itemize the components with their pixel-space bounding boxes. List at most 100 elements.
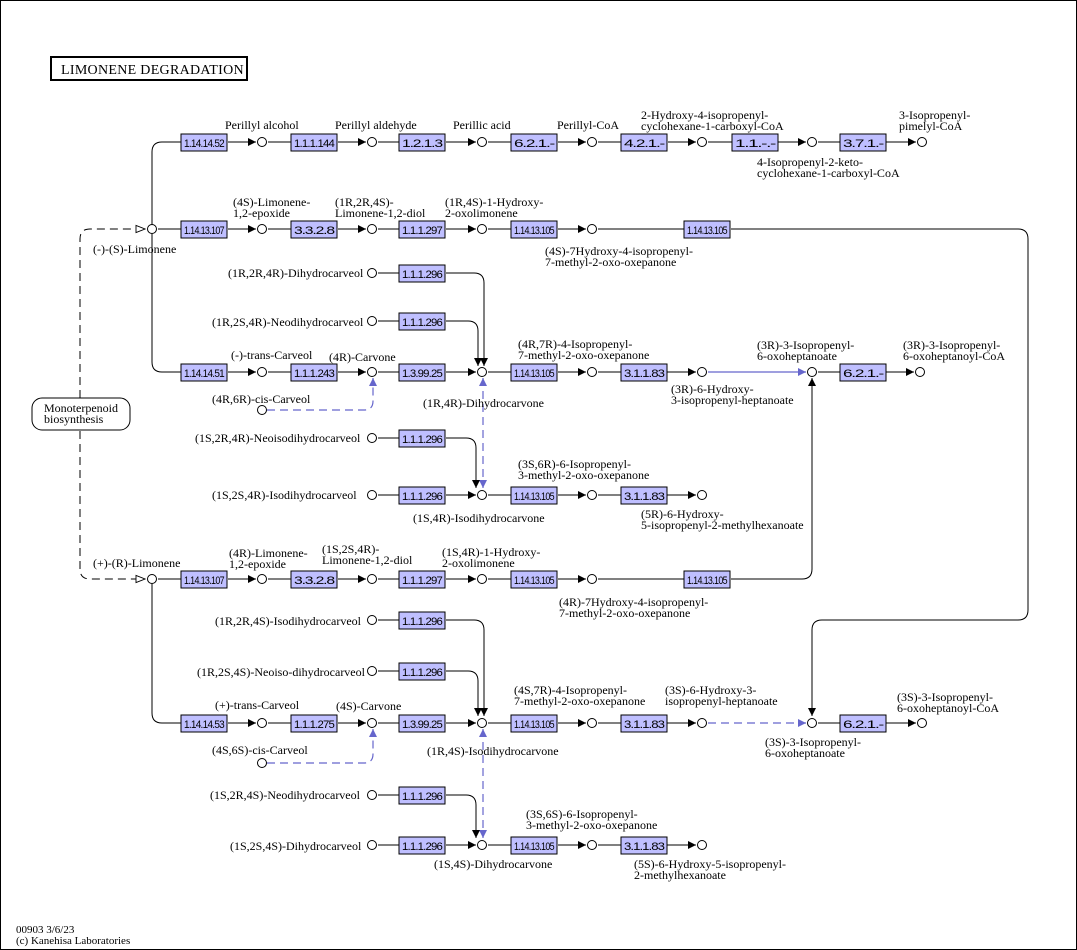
enzyme-box[interactable]: 1.14.13.107 — [180, 220, 228, 239]
enzyme-box[interactable]: 1.1.1.296 — [398, 486, 446, 505]
enzyme-box[interactable]: 1.2.1.3 — [398, 133, 446, 152]
linked-map-monoterpenoid-biosynthesis[interactable]: Monoterpenoid biosynthesis — [31, 397, 131, 431]
compound-node[interactable] — [257, 367, 267, 377]
enzyme-box-rect[interactable] — [731, 133, 779, 152]
enzyme-box[interactable]: 1.14.13.105 — [510, 714, 558, 733]
enzyme-box[interactable]: 1.3.99.25 — [398, 714, 446, 733]
enzyme-box[interactable]: 1.14.14.52 — [180, 133, 228, 152]
enzyme-box[interactable]: 1.1.1.296 — [398, 786, 446, 805]
compound-node[interactable] — [477, 574, 487, 584]
compound-node[interactable] — [587, 490, 597, 500]
enzyme-box-rect[interactable] — [398, 220, 446, 239]
compound-node[interactable] — [367, 316, 377, 326]
compound-node[interactable] — [915, 367, 925, 377]
enzyme-box[interactable]: 1.14.13.107 — [180, 570, 228, 589]
enzyme-box-rect[interactable] — [398, 662, 446, 681]
compound-node[interactable] — [477, 367, 487, 377]
enzyme-box[interactable]: 6.2.1.- — [839, 714, 887, 733]
enzyme-box[interactable]: 3.7.1.- — [839, 133, 887, 152]
enzyme-box-rect[interactable] — [620, 836, 668, 855]
compound-node[interactable] — [587, 224, 597, 234]
enzyme-box[interactable]: 3.1.1.83 — [620, 363, 668, 382]
map-link-box[interactable] — [31, 397, 131, 431]
enzyme-box-rect[interactable] — [290, 220, 338, 239]
enzyme-box-rect[interactable] — [398, 486, 446, 505]
compound-node[interactable] — [697, 137, 707, 147]
enzyme-box[interactable]: 3.1.1.83 — [620, 486, 668, 505]
enzyme-box-rect[interactable] — [180, 363, 228, 382]
enzyme-box-rect[interactable] — [398, 836, 446, 855]
compound-node[interactable] — [587, 840, 597, 850]
compound-node[interactable] — [477, 490, 487, 500]
enzyme-box[interactable]: 3.1.1.83 — [620, 836, 668, 855]
compound-node[interactable] — [477, 137, 487, 147]
enzyme-box[interactable]: 6.2.1.- — [839, 363, 887, 382]
compound-node[interactable] — [587, 367, 597, 377]
enzyme-box-rect[interactable] — [180, 570, 228, 589]
enzyme-box[interactable]: 1.14.13.105 — [510, 363, 558, 382]
enzyme-box-rect[interactable] — [180, 714, 228, 733]
compound-node[interactable] — [697, 840, 707, 850]
compound-node[interactable] — [477, 718, 487, 728]
compound-node[interactable] — [587, 137, 597, 147]
compound-node[interactable] — [697, 367, 707, 377]
compound-node[interactable] — [367, 224, 377, 234]
enzyme-box-rect[interactable] — [290, 570, 338, 589]
enzyme-box[interactable]: 1.14.13.105 — [683, 570, 731, 589]
compound-node[interactable] — [367, 490, 377, 500]
compound-node[interactable] — [257, 224, 267, 234]
enzyme-box-rect[interactable] — [620, 363, 668, 382]
enzyme-box-rect[interactable] — [510, 220, 558, 239]
enzyme-box-rect[interactable] — [398, 264, 446, 283]
enzyme-box[interactable]: 1.1.1.243 — [290, 363, 338, 382]
enzyme-box-rect[interactable] — [398, 429, 446, 448]
enzyme-box[interactable]: 1.14.13.105 — [510, 220, 558, 239]
enzyme-box[interactable]: 1.1.1.297 — [398, 570, 446, 589]
enzyme-box[interactable]: 1.1.1.296 — [398, 429, 446, 448]
compound-node[interactable] — [257, 137, 267, 147]
compound-node[interactable] — [917, 718, 927, 728]
compound-node[interactable] — [257, 574, 267, 584]
enzyme-box-rect[interactable] — [510, 570, 558, 589]
enzyme-box-rect[interactable] — [620, 714, 668, 733]
enzyme-box[interactable]: 1.3.99.25 — [398, 363, 446, 382]
enzyme-box-rect[interactable] — [839, 363, 887, 382]
enzyme-box-rect[interactable] — [510, 363, 558, 382]
enzyme-box[interactable]: 6.2.1.- — [510, 133, 558, 152]
compound-node[interactable] — [587, 574, 597, 584]
enzyme-box-rect[interactable] — [510, 133, 558, 152]
compound-node[interactable] — [367, 666, 377, 676]
enzyme-box[interactable]: 1.14.14.51 — [180, 363, 228, 382]
enzyme-box[interactable]: 1.14.14.53 — [180, 714, 228, 733]
enzyme-box-rect[interactable] — [398, 611, 446, 630]
compound-node[interactable] — [367, 718, 377, 728]
enzyme-box-rect[interactable] — [510, 486, 558, 505]
enzyme-box[interactable]: 1.1.1.275 — [290, 714, 338, 733]
enzyme-box-rect[interactable] — [398, 714, 446, 733]
enzyme-box[interactable]: 4.2.1.- — [620, 133, 668, 152]
compound-node[interactable] — [147, 224, 157, 234]
enzyme-box[interactable]: 1.1.1.296 — [398, 662, 446, 681]
compound-node[interactable] — [697, 490, 707, 500]
enzyme-box[interactable]: 1.14.13.105 — [683, 220, 731, 239]
enzyme-box-rect[interactable] — [398, 133, 446, 152]
compound-node[interactable] — [587, 718, 597, 728]
enzyme-box[interactable]: 1.1.1.296 — [398, 611, 446, 630]
enzyme-box-rect[interactable] — [398, 570, 446, 589]
enzyme-box[interactable]: 1.1.1.144 — [290, 133, 338, 152]
enzyme-box[interactable]: 1.1.1.296 — [398, 836, 446, 855]
enzyme-box[interactable]: 1.14.13.105 — [510, 486, 558, 505]
enzyme-box[interactable]: 1.14.13.105 — [510, 570, 558, 589]
compound-node[interactable] — [367, 367, 377, 377]
enzyme-box[interactable]: 3.3.2.8 — [290, 570, 338, 589]
enzyme-box[interactable]: 3.3.2.8 — [290, 220, 338, 239]
compound-node[interactable] — [477, 840, 487, 850]
enzyme-box[interactable]: 1.1.-.- — [731, 133, 779, 152]
compound-node[interactable] — [807, 367, 817, 377]
compound-node[interactable] — [367, 840, 377, 850]
enzyme-box[interactable]: 1.1.1.296 — [398, 312, 446, 331]
enzyme-box-rect[interactable] — [398, 363, 446, 382]
compound-node[interactable] — [697, 718, 707, 728]
compound-node[interactable] — [257, 758, 267, 768]
enzyme-box-rect[interactable] — [620, 486, 668, 505]
